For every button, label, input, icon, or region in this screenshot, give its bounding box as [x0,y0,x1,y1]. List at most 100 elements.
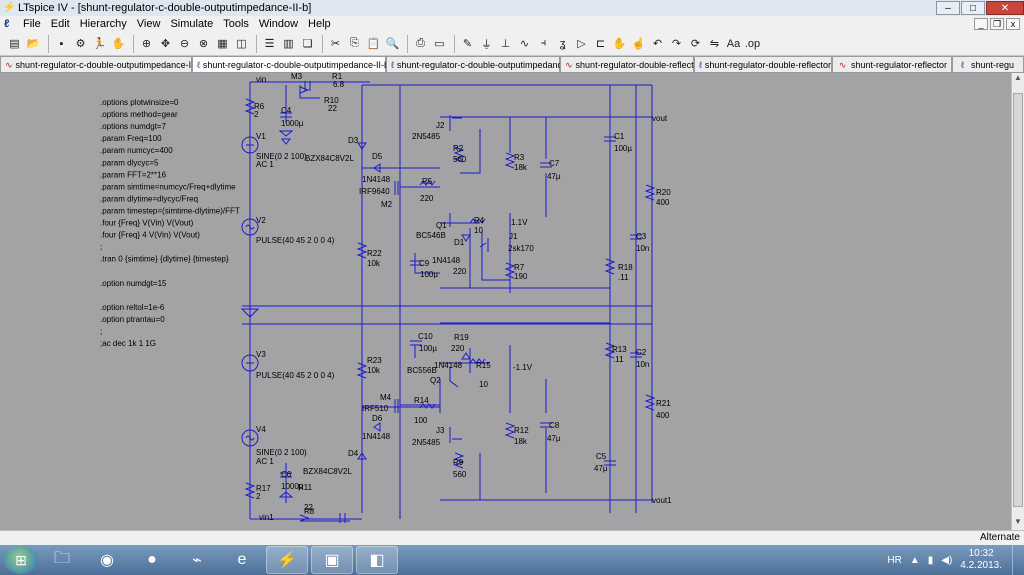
menu-help[interactable]: Help [308,18,331,30]
tile-horizontal-icon[interactable]: ☰ [264,38,275,50]
language-indicator[interactable]: HR [887,554,902,566]
menu-tools[interactable]: Tools [223,18,249,30]
rotate-icon[interactable]: ⟳ [690,38,701,50]
autorange-icon[interactable]: ▦ [217,38,228,50]
text-icon[interactable]: Aa [726,37,741,50]
drag-icon[interactable]: ☝ [631,38,646,50]
picture-viewer-icon[interactable]: ▣ [311,546,353,574]
vertical-scrollbar[interactable]: ▲ ▼ [1011,73,1024,530]
directive-line[interactable]: .options numdgt=7 [100,122,167,131]
spice-directives[interactable]: .options plotwinsize=0 .options method=ge… [100,98,240,348]
redo-icon[interactable]: ↷ [671,38,682,50]
pan-icon[interactable]: ✥ [160,38,171,50]
label-net-icon[interactable]: ⊥ [500,38,511,50]
internet-explorer-icon[interactable]: e [237,551,247,568]
clock[interactable]: 10:32 4.2.2013. [960,548,1002,572]
run-icon[interactable]: 🏃 [92,38,107,50]
control-panel-icon[interactable]: ⚙ [75,38,86,50]
zoom-fit-icon[interactable]: ⊗ [198,38,209,50]
ltspice-taskbar-icon[interactable]: ⚡ [266,546,308,574]
document-close-button[interactable]: x [1006,18,1020,30]
media-player-icon[interactable]: ◉ [100,552,114,569]
print-icon[interactable]: ⎙ [416,37,425,49]
directive-line[interactable]: .param simtime=numcyc/Freq+dlytime [100,182,236,191]
directive-line[interactable]: .option reltol=1e-6 [100,303,165,312]
diode-icon[interactable]: ▷ [577,38,586,50]
print-preview-icon[interactable]: ▭ [434,38,445,50]
directive-line[interactable]: .option numdgt=15 [100,279,167,288]
tile-vertical-icon[interactable]: ▥ [283,38,294,50]
file-explorer-icon[interactable]: 🗀 [53,549,70,567]
halt-icon[interactable]: ✋ [111,38,126,50]
directive-line[interactable]: .param dlytime=dlycyc/Freq [100,194,198,203]
directive-line[interactable]: .param Freq=100 [100,134,162,143]
undo-icon[interactable]: ↶ [652,38,663,50]
program-icon[interactable]: ● [147,551,157,568]
directive-line[interactable]: .tran 0 {simtime} {dlytime} {timestep} [100,255,229,264]
menu-file[interactable]: File [23,18,41,30]
directive-line[interactable]: .option ptrantau=0 [100,315,165,324]
zoom-out-icon[interactable]: ⊖ [179,38,190,50]
directive-line[interactable]: ;ac dec 1k 1 1G [100,339,156,348]
menu-window[interactable]: Window [258,18,299,30]
inductor-icon[interactable]: ʓ [559,37,566,50]
zoom-in-icon[interactable]: ⊕ [141,38,152,50]
directive-line[interactable]: .param FFT=2**16 [100,170,167,179]
open-icon[interactable]: 📂 [26,38,41,50]
maximize-button[interactable]: □ [961,1,985,15]
directive-line[interactable]: .options method=gear [100,110,178,119]
scroll-up-icon[interactable]: ▲ [1014,73,1022,82]
resistor-icon[interactable]: ∿ [519,38,530,50]
find-icon[interactable]: 🔍 [385,38,400,50]
menu-view[interactable]: View [136,18,161,30]
network-icon[interactable]: ▮ [927,554,934,566]
show-desktop-button[interactable] [1012,545,1024,575]
scope-app-icon[interactable]: ⌁ [192,552,202,569]
directive-line[interactable]: ; [100,243,102,252]
schematic-canvas[interactable]: .options plotwinsize=0 .options method=ge… [0,73,1011,530]
directive-line[interactable]: .options plotwinsize=0 [100,98,179,107]
document-tab[interactable]: ∿shunt-regulator-double-reflector [560,56,702,72]
schematic-drawing[interactable]: .options plotwinsize=0 .options method=ge… [0,73,1011,530]
scrollbar-thumb[interactable] [1013,93,1023,507]
document-minimize-button[interactable]: _ [974,18,988,30]
directive-line[interactable]: .param dlycyc=5 [100,158,159,167]
mirror-icon[interactable]: ⇋ [709,38,720,50]
spice-directive-icon[interactable]: .op [744,37,761,50]
scroll-down-icon[interactable]: ▼ [1014,517,1022,526]
minimize-button[interactable]: – [936,1,960,15]
ground-icon[interactable]: ⏚ [481,38,492,51]
copy-icon[interactable]: ⎘ [350,37,359,49]
volume-icon[interactable]: ◀) [941,554,953,566]
save-icon[interactable]: ▪ [59,37,64,50]
capacitor-icon[interactable]: ⫞ [540,37,547,49]
directive-line[interactable]: ; [100,327,102,336]
directive-line[interactable]: .param numcyc=400 [100,146,173,155]
windows-start-icon[interactable]: ⊞ [4,546,38,574]
menu-edit[interactable]: Edit [50,18,70,30]
move-icon[interactable]: ✋ [612,38,627,50]
directive-line[interactable]: .four {Freq} 4 V(Vin) V(Vout) [100,231,200,240]
window-app-icon[interactable]: ◧ [356,546,398,574]
document-menu-icon[interactable]: ℓ [4,18,10,30]
wire-icon[interactable]: ✎ [462,38,473,50]
document-restore-button[interactable]: ❐ [990,18,1004,30]
directive-line[interactable]: .param timestep=(simtime-dlytime)/FFT [100,206,240,215]
document-tab[interactable]: ∿shunt-regulator-reflector [832,56,952,72]
fft-icon[interactable]: ◫ [236,38,247,50]
menu-simulate[interactable]: Simulate [170,18,214,30]
tray-expand-icon[interactable]: ▲ [909,554,920,566]
component-icon[interactable]: ⊏ [595,38,606,50]
menu-hierarchy[interactable]: Hierarchy [79,18,127,30]
directive-line[interactable]: .four {Freq} V(Vin) V(Vout) [100,219,194,228]
cascade-icon[interactable]: ❏ [302,38,313,50]
new-schematic-icon[interactable]: ▤ [9,38,20,50]
paste-icon[interactable]: 📋 [366,38,381,50]
close-button[interactable]: ✕ [986,1,1024,15]
cut-icon[interactable]: ✂ [330,38,341,50]
document-tab[interactable]: ∿shunt-regulator-c-double-outputimpedanc… [0,56,202,72]
